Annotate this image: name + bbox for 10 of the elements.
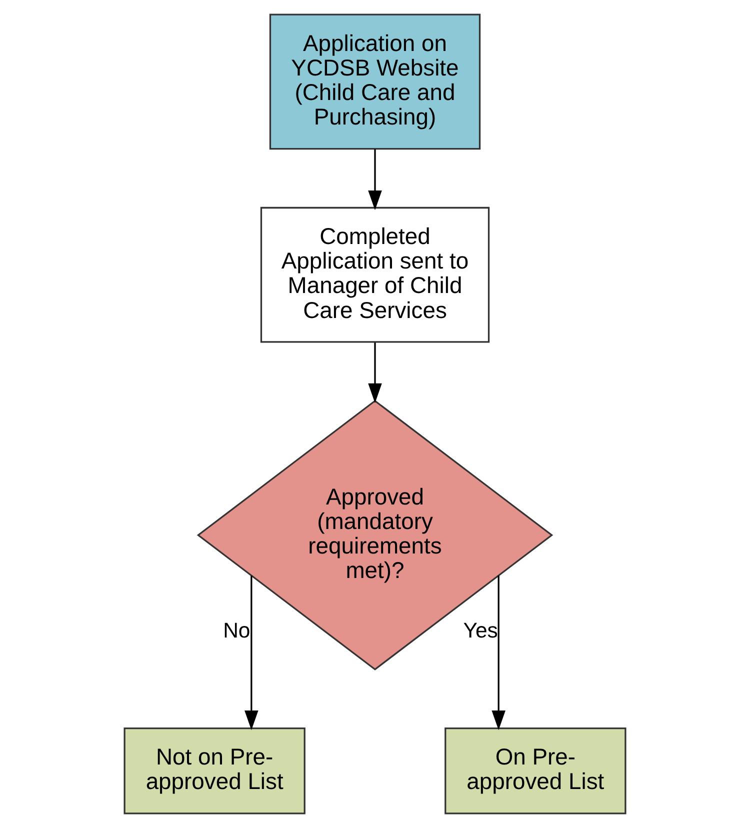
arrow	[491, 576, 505, 730]
edge-label: Yes	[462, 618, 498, 643]
node-box: Completed Application sent to Manager of Child Care Services	[260, 206, 490, 343]
node-box: On Pre-approved List	[444, 727, 626, 814]
arrow	[368, 149, 382, 210]
edge-label: No	[222, 618, 250, 643]
arrow	[244, 576, 258, 730]
node-box: Not on Pre-approved List	[123, 727, 305, 814]
arrow	[368, 342, 382, 404]
node-box: Application on YCDSB Website (Child Care and Purchasing)	[268, 14, 480, 150]
